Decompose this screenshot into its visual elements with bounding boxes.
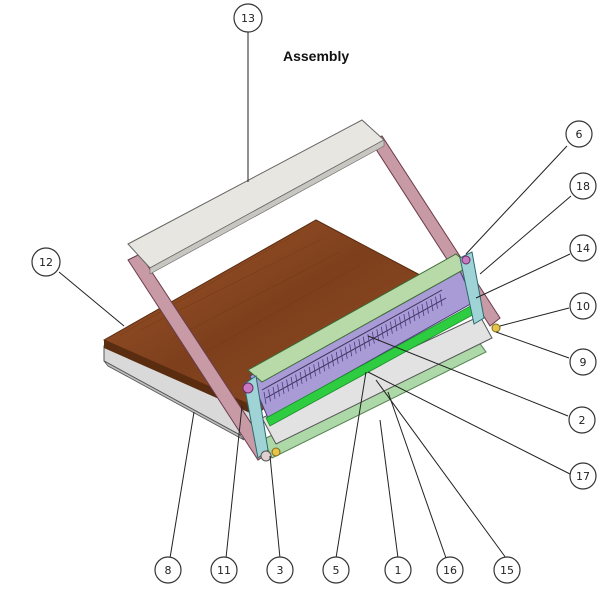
svg-text:12: 12 [39, 256, 53, 269]
leader-lines [58, 32, 572, 559]
handle-bar-side [149, 139, 385, 275]
svg-text:17: 17 [576, 470, 590, 483]
callout-13: 13 [233, 3, 263, 33]
svg-text:1: 1 [395, 564, 402, 577]
comb-teeth [261, 289, 447, 399]
base-plate-bottom [103, 360, 245, 441]
callout-17: 17 [569, 462, 597, 490]
svg-text:18: 18 [576, 180, 590, 193]
svg-text:13: 13 [241, 12, 255, 25]
right-side-plate [459, 251, 485, 325]
svg-text:5: 5 [333, 564, 340, 577]
callout-16: 16 [436, 556, 464, 584]
machine-drawing [102, 119, 501, 462]
bolt-yellow-right [491, 323, 501, 333]
knob-right-top [461, 255, 471, 265]
diagram-title: Assembly [283, 48, 349, 64]
callout-18: 18 [569, 172, 597, 200]
callout-1: 1 [384, 556, 412, 584]
left-side-plate [243, 375, 269, 459]
svg-text:2: 2 [579, 414, 586, 427]
callout-14: 14 [569, 234, 597, 262]
svg-text:8: 8 [165, 564, 172, 577]
wood-grain [119, 231, 361, 356]
callout-9: 9 [569, 348, 597, 376]
knob-left-top [242, 382, 254, 394]
callout-3: 3 [266, 556, 294, 584]
svg-text:14: 14 [576, 242, 590, 255]
comb-ticks [263, 293, 443, 405]
svg-text:3: 3 [277, 564, 284, 577]
callout-15: 15 [493, 556, 521, 584]
callout-12: 12 [31, 247, 61, 277]
callout-6: 6 [565, 120, 593, 148]
svg-text:9: 9 [580, 356, 587, 369]
callout-2: 2 [568, 406, 596, 434]
svg-text:16: 16 [443, 564, 457, 577]
svg-text:11: 11 [217, 564, 231, 577]
svg-text:10: 10 [576, 300, 590, 313]
bolt-yellow-left [271, 447, 281, 457]
svg-text:15: 15 [500, 564, 514, 577]
callout-11: 11 [210, 556, 238, 584]
callout-5: 5 [322, 556, 350, 584]
knob-left-bottom [260, 450, 272, 462]
callout-8: 8 [154, 556, 182, 584]
svg-text:6: 6 [576, 128, 583, 141]
callouts: 13 6 18 12 14 10 9 2 17 8 11 3 5 1 16 15 [31, 3, 597, 584]
callout-10: 10 [569, 292, 597, 320]
